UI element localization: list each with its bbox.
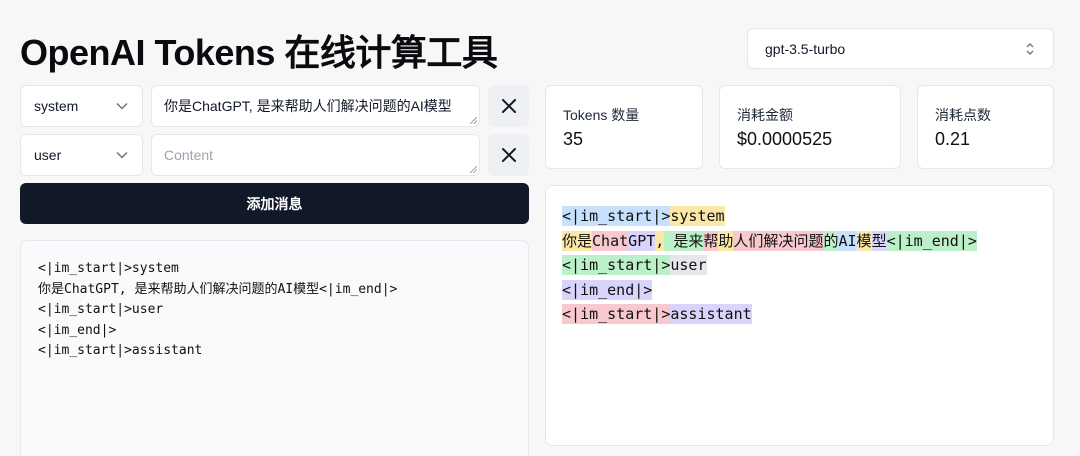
token-chip: 帮 <box>703 230 719 251</box>
token-line: <|im_end|> <box>562 278 1037 303</box>
token-line: 你是ChatGPT, 是来帮助人们解决问题的AI模型<|im_end|> <box>562 229 1037 254</box>
token-chip: 来 <box>688 230 704 251</box>
model-select-value: gpt-3.5-turbo <box>765 40 846 57</box>
token-chip: 是 <box>577 230 593 251</box>
token-chip: 助 <box>718 230 734 251</box>
preview-line: <|im_start|>assistant <box>38 343 203 358</box>
content-input[interactable]: Content <box>151 134 480 176</box>
token-chip: 题 <box>808 230 824 251</box>
token-chip: PT <box>637 230 656 251</box>
preview-line: <|im_start|>user <box>38 302 164 317</box>
token-chip: 们 <box>748 230 764 251</box>
content-input-placeholder: Content <box>164 147 214 163</box>
page-title: OpenAI Tokens 在线计算工具 <box>20 32 498 73</box>
content-input-value: 你是ChatGPT, 是来帮助人们解决问题的AI模型 <box>164 98 452 114</box>
content-input[interactable]: 你是ChatGPT, 是来帮助人们解决问题的AI模型 <box>151 85 480 127</box>
token-chip: 是 <box>673 230 689 251</box>
token-chip: 你 <box>562 230 578 251</box>
delete-message-button[interactable] <box>488 134 529 176</box>
stat-card-points: 消耗点数 0.21 <box>917 85 1054 169</box>
message-row: user Content <box>20 134 529 176</box>
token-chip: system <box>670 206 725 226</box>
preview-line: 你是ChatGPT, 是来帮助人们解决问题的AI模型<|im_end|> <box>38 281 398 297</box>
preview-line: <|im_end|> <box>38 322 117 338</box>
chevron-up-down-icon <box>1025 42 1035 56</box>
stat-label: Tokens 数量 <box>563 107 640 123</box>
token-chip: 解 <box>763 230 779 251</box>
token-chip: assistant <box>670 304 752 325</box>
preview-line: <|im_start|>system <box>38 261 179 276</box>
add-message-button[interactable]: 添加消息 <box>20 183 529 224</box>
token-chip: <|im_start|> <box>562 255 671 276</box>
stat-value: 35 <box>563 129 584 149</box>
token-chip: user <box>670 255 707 276</box>
role-select[interactable]: user <box>20 134 143 176</box>
stat-card-tokens: Tokens 数量 35 <box>545 85 703 169</box>
token-line: <|im_start|>assistant <box>562 302 1037 327</box>
chevron-down-icon <box>116 102 128 110</box>
resize-handle-icon[interactable] <box>470 117 477 124</box>
stat-value: $0.0000525 <box>737 129 833 149</box>
role-select[interactable]: system <box>20 85 143 127</box>
token-chip: <|im_end|> <box>562 279 653 300</box>
token-chip: 人 <box>733 230 749 251</box>
stat-card-cost: 消耗金额 $0.0000525 <box>719 85 901 169</box>
token-chip: 型 <box>871 230 887 251</box>
prompt-preview-panel[interactable]: <|im_start|>system 你是ChatGPT, 是来帮助人们解决问题… <box>20 240 529 456</box>
stat-value: 0.21 <box>935 129 971 149</box>
token-chip: <|im_start|> <box>562 206 671 226</box>
token-line: <|im_start|>user <box>562 253 1037 278</box>
token-chip: 模 <box>856 230 872 251</box>
token-chip: <|im_start|> <box>562 304 671 325</box>
token-line: <|im_start|>system <box>562 204 1037 229</box>
token-chip: 的 <box>823 230 839 251</box>
token-chip: G <box>628 230 638 251</box>
stat-label: 消耗金额 <box>737 107 793 123</box>
token-chip: , <box>655 230 665 251</box>
token-chip: <|im_end|> <box>886 230 977 251</box>
delete-message-button[interactable] <box>488 85 529 127</box>
stat-label: 消耗点数 <box>935 107 991 123</box>
model-select[interactable]: gpt-3.5-turbo <box>747 28 1054 69</box>
token-chip: AI <box>838 230 857 251</box>
role-select-value: user <box>34 147 62 163</box>
token-chip: 决 <box>778 230 794 251</box>
close-icon <box>501 148 516 162</box>
resize-handle-icon[interactable] <box>470 166 477 173</box>
token-chip: Chat <box>592 230 629 251</box>
message-row: system 你是ChatGPT, 是来帮助人们解决问题的AI模型 <box>20 85 529 127</box>
chevron-down-icon <box>116 151 128 159</box>
token-chip <box>664 230 674 251</box>
token-chip: 问 <box>793 230 809 251</box>
close-icon <box>501 99 516 113</box>
role-select-value: system <box>34 98 79 114</box>
